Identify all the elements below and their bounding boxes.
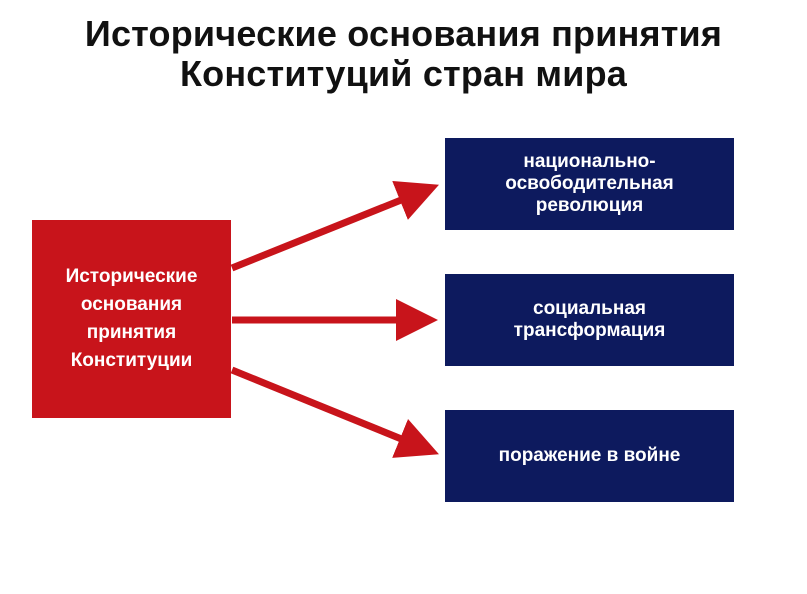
arrow-to-defeat [230,366,439,458]
arrow-to-revolution [230,180,439,272]
page-title: Исторические основания принятия Конститу… [0,14,807,94]
source-line: Исторические [65,266,198,287]
target-box-defeat: поражение в войне [445,410,734,502]
source-line: принятия [86,322,177,343]
target-line: поражение в войне [498,445,681,466]
source-line: основания [80,294,183,315]
target-line: национально- [523,151,656,172]
target-box-transformation: социальная трансформация [445,274,734,366]
target-box-revolution: национально- освободительная революция [445,138,734,230]
source-box-historical-grounds: Исторические основания принятия Конститу… [32,220,231,418]
target-line: социальная [533,298,646,319]
target-line: трансформация [513,320,666,341]
source-line: Конституции [70,350,193,371]
target-line: освободительная [505,173,674,194]
title-line-1: Исторические основания принятия [84,13,723,54]
target-line: революция [535,195,644,216]
title-line-2: Конституций стран мира [179,53,628,94]
